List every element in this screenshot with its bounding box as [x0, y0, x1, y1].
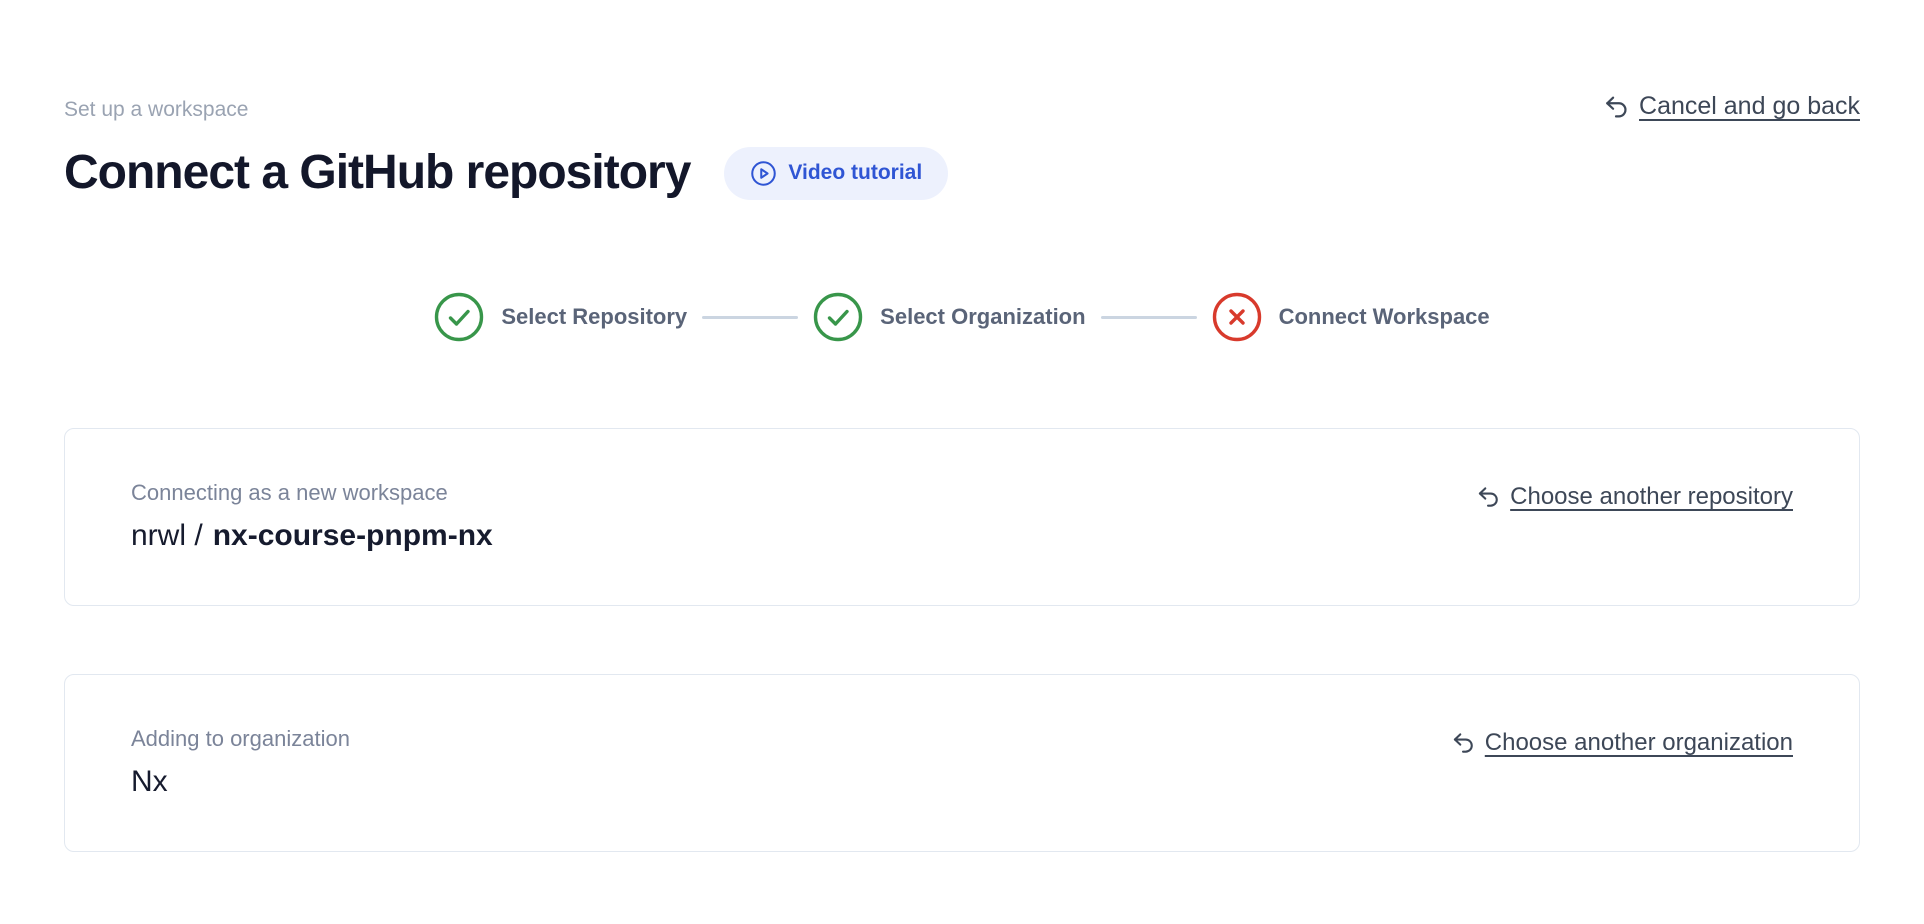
- step-connect-workspace: Connect Workspace: [1212, 292, 1490, 342]
- choose-another-repository-label: Choose another repository: [1510, 483, 1793, 510]
- check-circle-icon: [434, 292, 484, 342]
- organization-name: Nx: [131, 763, 350, 801]
- repository-repo-name: nx-course-pnpm-nx: [212, 519, 493, 552]
- undo-arrow-icon: [1450, 730, 1476, 756]
- step-label: Select Organization: [880, 304, 1086, 329]
- choose-another-organization-label: Choose another organization: [1484, 729, 1793, 756]
- step-select-repository: Select Repository: [434, 292, 687, 342]
- step-select-organization: Select Organization: [813, 292, 1086, 342]
- header-left: Set up a workspace Connect a GitHub repo…: [64, 96, 949, 202]
- setup-stepper: Select Repository Select Organization: [64, 292, 1860, 342]
- organization-card: Adding to organization Nx Choose another…: [64, 674, 1860, 852]
- video-tutorial-button[interactable]: Video tutorial: [724, 146, 949, 200]
- choose-another-repository-link[interactable]: Choose another repository: [1475, 483, 1793, 511]
- cancel-and-go-back-link[interactable]: Cancel and go back: [1602, 92, 1860, 121]
- page-title: Connect a GitHub repository: [64, 146, 691, 199]
- step-label: Connect Workspace: [1278, 304, 1490, 329]
- undo-arrow-icon: [1602, 93, 1630, 121]
- repository-card-label: Connecting as a new workspace: [131, 480, 448, 505]
- page-header: Set up a workspace Connect a GitHub repo…: [64, 92, 1860, 202]
- video-tutorial-label: Video tutorial: [788, 161, 923, 184]
- step-connector: [702, 315, 799, 319]
- choose-another-organization-link[interactable]: Choose another organization: [1450, 729, 1793, 757]
- repository-card: Connecting as a new workspace nrwl / nx-c…: [64, 428, 1860, 606]
- eyebrow-text: Set up a workspace: [64, 98, 249, 121]
- organization-name-text: Nx: [131, 765, 168, 798]
- repository-name: nrwl / nx-course-pnpm-nx: [131, 517, 493, 555]
- x-circle-icon: [1212, 292, 1262, 342]
- step-label: Select Repository: [501, 304, 688, 329]
- repository-owner: nrwl /: [131, 519, 203, 552]
- play-circle-icon: [750, 160, 777, 187]
- title-row: Connect a GitHub repository Video tutori…: [64, 144, 949, 202]
- step-connector: [1100, 315, 1197, 319]
- cancel-link-label: Cancel and go back: [1639, 92, 1860, 120]
- undo-arrow-icon: [1475, 484, 1501, 510]
- check-circle-icon: [813, 292, 863, 342]
- organization-card-label: Adding to organization: [131, 726, 350, 751]
- repository-card-info: Connecting as a new workspace nrwl / nx-c…: [131, 479, 493, 555]
- organization-card-info: Adding to organization Nx: [131, 725, 350, 801]
